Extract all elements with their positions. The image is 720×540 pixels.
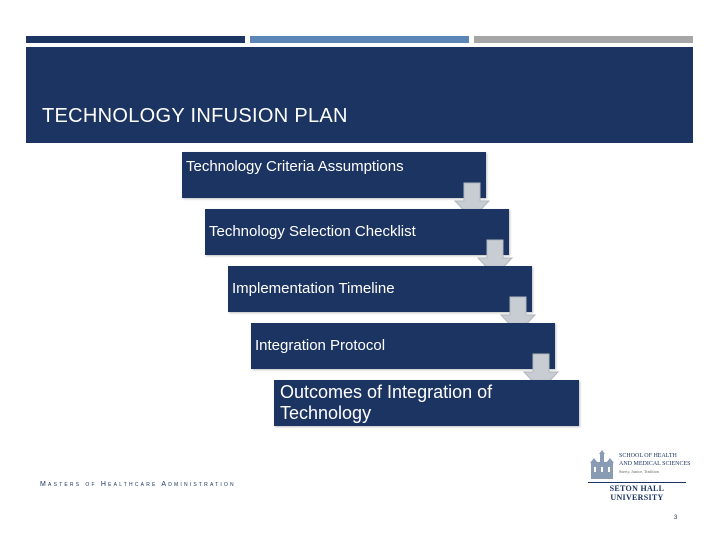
top-accent-bar-navy [26,36,245,43]
process-step-3: Implementation Timeline [228,266,532,312]
footer-program-name: Masters of Healthcare Administration [40,481,236,488]
process-step-2: Technology Selection Checklist [205,209,509,255]
process-step-1: Technology Criteria Assumptions [182,152,486,198]
top-accent-bar-gray [474,36,693,43]
page-number: 3 [674,515,678,521]
title-banner: TECHNOLOGY INFUSION PLAN [26,47,693,143]
top-accent-bar-blue [250,36,469,43]
university-building-icon [590,450,614,479]
logo-university-name: SETON HALL UNIVERSITY [609,484,665,502]
logo-school-line-1: SCHOOL OF HEALTH [619,453,677,459]
logo-school-line-2: AND MEDICAL SCIENCES [619,461,691,467]
process-step-4: Integration Protocol [251,323,555,369]
slide-title: TECHNOLOGY INFUSION PLAN [42,105,348,127]
logo-divider [588,482,686,483]
process-step-5: Outcomes of Integration of Technology [274,380,579,426]
seton-hall-logo: SCHOOL OF HEALTH AND MEDICAL SCIENCES Su… [588,450,691,502]
logo-tagline: Surety, Justice, Tradition [619,469,659,474]
